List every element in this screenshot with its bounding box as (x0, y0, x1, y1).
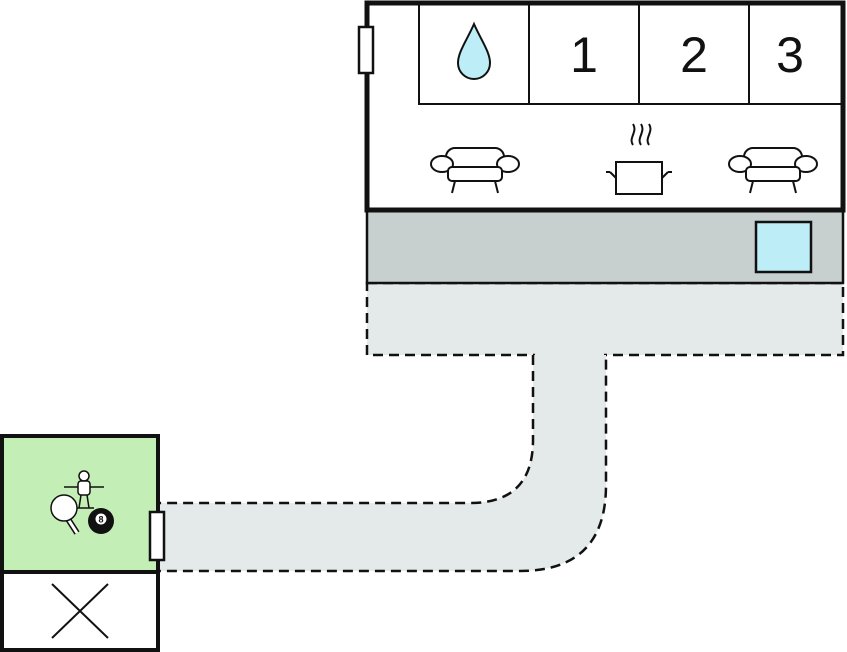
foosball-icon (64, 470, 104, 509)
cross-icon (51, 583, 109, 639)
main-door (357, 25, 375, 75)
cooking-pot-icon (606, 123, 672, 195)
bedroom-3 (748, 2, 844, 105)
main-house: 1 2 3 (357, 0, 846, 213)
room-label-1: 1 (570, 27, 598, 83)
annex: 8 (0, 434, 166, 652)
sofa-icon (430, 147, 520, 194)
billiard-ball-icon: 8 (88, 508, 114, 534)
annex-door (148, 510, 166, 562)
ball-number: 8 (98, 515, 103, 525)
sofa-icon (728, 147, 818, 194)
water-drop-icon (456, 21, 492, 80)
pool (754, 220, 813, 274)
bedroom-2 (638, 2, 750, 105)
table-tennis-icon (50, 494, 80, 535)
room-label-3: 3 (776, 27, 804, 83)
garden-path (156, 281, 845, 573)
room-label-2: 2 (680, 27, 708, 83)
